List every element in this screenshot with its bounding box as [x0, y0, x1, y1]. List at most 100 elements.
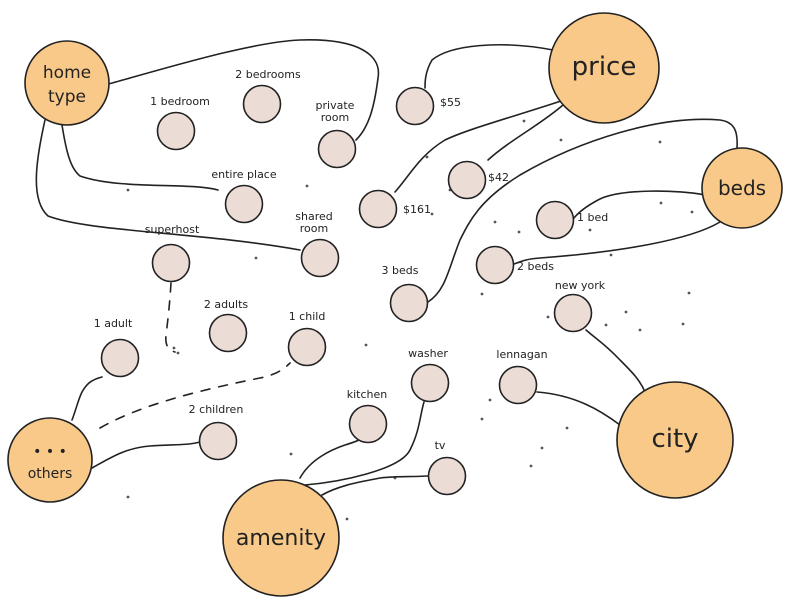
edge-superhost-to-2-adults	[165, 282, 176, 353]
hub-circle	[24, 40, 110, 126]
background-dot	[588, 228, 592, 232]
background-dot	[172, 346, 176, 350]
node-2-bedrooms[interactable]: 2 bedrooms	[235, 68, 301, 124]
node-circle	[427, 456, 467, 496]
node-tv[interactable]: tv	[427, 439, 467, 496]
background-dot	[305, 184, 309, 188]
node-circle	[287, 327, 327, 367]
node-3-beds[interactable]: 3 beds	[382, 264, 429, 323]
node-1-child[interactable]: 1 child	[287, 310, 327, 367]
node-2-beds[interactable]: 2 beds	[475, 245, 555, 285]
node-circle	[100, 338, 140, 378]
background-dot	[659, 201, 663, 205]
background-dot	[604, 323, 608, 327]
background-dot	[559, 138, 563, 142]
node-circle	[395, 86, 435, 126]
node-circle	[208, 313, 248, 353]
node-label: 2 adults	[204, 298, 249, 311]
node-new-york[interactable]: new york	[553, 279, 606, 333]
node-entire-place[interactable]: entire place	[211, 168, 277, 224]
node-label: 2 bedrooms	[235, 68, 301, 81]
hub-others[interactable]: • • •others	[7, 417, 93, 503]
node-55[interactable]: $55	[395, 86, 462, 126]
hub-label: • • •	[33, 444, 67, 460]
node-label: 1 bedroom	[150, 95, 210, 108]
hub-circle	[701, 147, 783, 229]
background-dot	[430, 212, 434, 216]
node-label: room	[300, 222, 328, 235]
edge-amenity-to-tv	[321, 475, 429, 496]
edge-beds-to-2-beds	[513, 221, 721, 265]
node-1-bedroom[interactable]: 1 bedroom	[150, 95, 210, 151]
node-2-children[interactable]: 2 children	[189, 403, 244, 461]
hub-price[interactable]: price	[548, 12, 660, 124]
edge-others-to-1-child	[99, 362, 291, 429]
background-dot	[126, 188, 130, 192]
node-42[interactable]: $42	[447, 160, 510, 200]
node-circle	[358, 189, 398, 229]
background-dot	[425, 155, 429, 159]
hub-circle	[7, 417, 93, 503]
node-circle	[300, 238, 340, 278]
background-dot	[176, 351, 180, 355]
edge-price-to-42	[487, 104, 564, 161]
node-circle	[535, 200, 575, 240]
node-circle	[410, 363, 450, 403]
node-circle	[224, 184, 264, 224]
node-circle	[348, 404, 388, 444]
node-1-bed[interactable]: 1 bed	[535, 200, 609, 240]
node-label: tv	[435, 439, 446, 452]
node-label: 2 beds	[517, 260, 554, 273]
node-1-adult[interactable]: 1 adult	[94, 317, 140, 378]
node-lennagan[interactable]: lennagan	[496, 348, 548, 405]
node-label: 1 adult	[94, 317, 133, 330]
node-circle	[156, 111, 196, 151]
edge-others-to-1-adult	[71, 376, 103, 421]
background-dot	[546, 315, 550, 319]
edge-city-to-lennagan	[536, 391, 621, 426]
edge-beds-to-3-beds	[427, 118, 738, 303]
edge-beds-to-1-bed	[573, 190, 706, 219]
node-label: superhost	[145, 223, 200, 236]
node-circle	[447, 160, 487, 200]
background-dot	[126, 495, 130, 499]
background-dots	[126, 119, 694, 521]
node-circle	[198, 421, 238, 461]
node-label: room	[321, 111, 349, 124]
background-dot	[254, 256, 258, 260]
node-2-adults[interactable]: 2 adults	[204, 298, 249, 353]
node-label: 1 child	[289, 310, 326, 323]
background-dot	[480, 292, 484, 296]
hub-city[interactable]: city	[616, 381, 734, 499]
background-dot	[480, 417, 484, 421]
edge-others-to-2-children	[91, 441, 201, 469]
node-label: $161	[403, 203, 431, 216]
node-label: private	[316, 99, 355, 112]
background-dot	[345, 517, 349, 521]
node-kitchen[interactable]: kitchen	[347, 388, 388, 444]
background-dot	[529, 464, 533, 468]
node-washer[interactable]: washer	[408, 347, 450, 403]
node-label: kitchen	[347, 388, 388, 401]
hub-label: city	[651, 424, 698, 454]
node-label: shared	[295, 210, 332, 223]
node-superhost[interactable]: superhost	[145, 223, 200, 283]
node-circle	[317, 129, 357, 169]
hub-beds[interactable]: beds	[701, 147, 783, 229]
hub-circle	[548, 12, 660, 124]
background-dot	[517, 230, 521, 234]
edge-home-type-to-shared-room	[35, 119, 301, 251]
background-dot	[488, 398, 492, 402]
edge-home-type-to-private-room	[104, 39, 380, 141]
hub-amenity[interactable]: amenity	[222, 479, 340, 597]
node-circle	[553, 293, 593, 333]
node-label: entire place	[211, 168, 276, 181]
node-161[interactable]: $161	[358, 189, 432, 229]
node-label: 2 children	[189, 403, 244, 416]
